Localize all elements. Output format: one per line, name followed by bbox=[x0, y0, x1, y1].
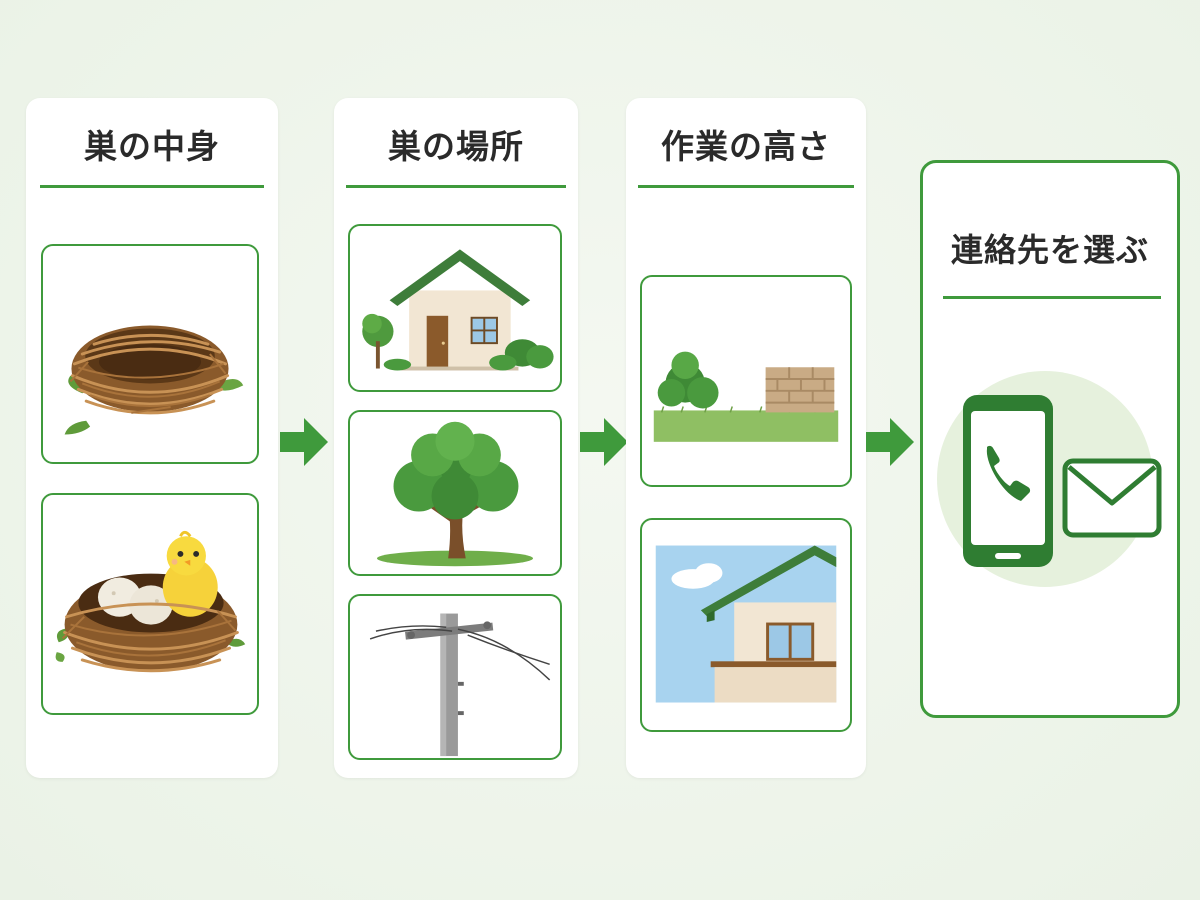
step-title: 巣の中身 bbox=[84, 127, 220, 166]
utility-pole-icon bbox=[369, 613, 551, 757]
step-divider bbox=[943, 296, 1161, 299]
step-nest-location: 巣の場所 bbox=[334, 98, 578, 778]
tree-icon bbox=[376, 421, 534, 567]
right-arrow-icon bbox=[580, 418, 628, 466]
nest-with-eggs-and-chick-icon bbox=[55, 530, 246, 673]
smartphone-phone-icon bbox=[963, 395, 1053, 567]
option-card-tree[interactable] bbox=[348, 410, 562, 576]
house-roof-eaves-icon bbox=[655, 545, 837, 703]
mail-envelope-icon bbox=[1062, 458, 1162, 538]
step-divider bbox=[638, 185, 854, 188]
step-divider bbox=[346, 185, 566, 188]
step-choose-contact[interactable]: 連絡先を選ぶ bbox=[920, 160, 1180, 718]
step-title: 作業の高さ bbox=[661, 127, 831, 166]
empty-nest-icon bbox=[64, 325, 244, 435]
contact-methods-illustration bbox=[937, 371, 1162, 587]
step-title: 連絡先を選ぶ bbox=[950, 231, 1149, 269]
right-arrow-icon bbox=[280, 418, 328, 466]
option-card-ground-level[interactable] bbox=[640, 275, 852, 487]
right-arrow-icon bbox=[866, 418, 914, 466]
step-work-height: 作業の高さ bbox=[626, 98, 866, 778]
step-title: 巣の場所 bbox=[388, 127, 524, 166]
ground-level-wall-icon bbox=[653, 351, 839, 442]
step-nest-contents: 巣の中身 bbox=[26, 98, 278, 778]
step-divider bbox=[40, 185, 264, 188]
option-card-nest-with-eggs[interactable] bbox=[41, 493, 259, 715]
option-card-utility-pole[interactable] bbox=[348, 594, 562, 760]
option-card-upper-floor[interactable] bbox=[640, 518, 852, 732]
house-icon bbox=[362, 249, 554, 371]
option-card-empty-nest[interactable] bbox=[41, 244, 259, 464]
option-card-house[interactable] bbox=[348, 224, 562, 392]
